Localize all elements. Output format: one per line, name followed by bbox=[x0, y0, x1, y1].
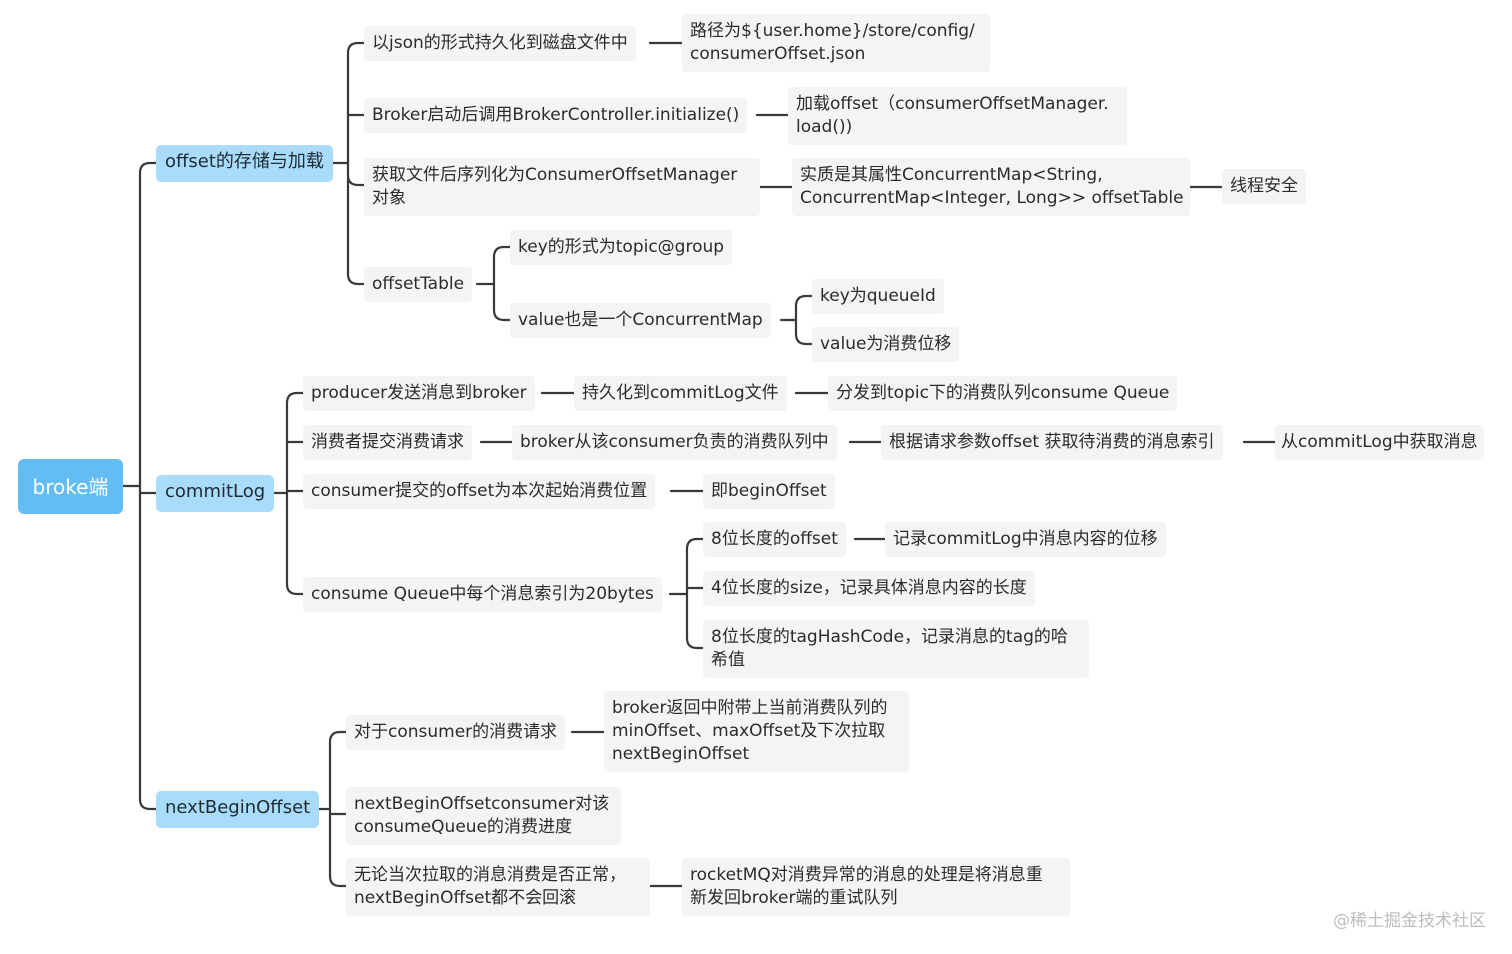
node-progress-line2: consumeQueue的消费进度 bbox=[354, 817, 573, 837]
node-size4[interactable]: 4位长度的size，记录具体消息内容的长度 bbox=[703, 571, 1035, 606]
node-value-offset[interactable]: value为消费位移 bbox=[812, 327, 960, 362]
valuemap-trunk bbox=[779, 294, 814, 346]
node-progress-line1: nextBeginOffsetconsumer对该 bbox=[354, 794, 610, 814]
node-tag8-line2: 希值 bbox=[711, 650, 745, 670]
node-get-message[interactable]: 从commitLog中获取消息 bbox=[1275, 425, 1484, 460]
node-key-queue[interactable]: key为queueId bbox=[812, 279, 944, 314]
node-persist-commitlog[interactable]: 持久化到commitLog文件 bbox=[574, 376, 787, 411]
branch-commit-log[interactable]: commitLog bbox=[156, 475, 275, 512]
node-load-offset-line1: 加载offset（consumerOffsetManager. bbox=[796, 94, 1109, 114]
node-retry-queue[interactable]: rocketMQ对消费异常的消息的处理是将消息重 新发回broker端的重试队列 bbox=[682, 858, 1070, 916]
offset-trunk bbox=[329, 41, 366, 286]
offsettable-trunk bbox=[475, 245, 512, 322]
watermark-text: @稀土掘金技术社区 bbox=[1333, 911, 1486, 931]
node-retry-queue-line1: rocketMQ对消费异常的消息的处理是将消息重 bbox=[690, 865, 1043, 885]
node-deserialize-line2: 对象 bbox=[372, 188, 406, 208]
node-no-rollback[interactable]: 无论当次拉取的消息消费是否正常， nextBeginOffset都不会回滚 bbox=[346, 858, 650, 916]
node-load-offset[interactable]: 加载offset（consumerOffsetManager. load()) bbox=[788, 87, 1127, 145]
node-config-path-line1: 路径为${user.home}/store/config/ bbox=[690, 21, 975, 41]
node-no-rollback-line2: nextBeginOffset都不会回滚 bbox=[354, 888, 577, 908]
node-broker-return-line1: broker返回中附带上当前消费队列的 bbox=[612, 698, 888, 718]
node-offset8-desc[interactable]: 记录commitLog中消息内容的位移 bbox=[885, 522, 1166, 557]
commitlog-trunk bbox=[268, 391, 305, 596]
node-no-rollback-line1: 无论当次拉取的消息消费是否正常， bbox=[354, 865, 626, 885]
branch-offset-storage[interactable]: offset的存储与加载 bbox=[156, 145, 333, 182]
node-concurrent-map-line1: 实质是其属性ConcurrentMap<String, bbox=[800, 165, 1103, 185]
root-node[interactable]: broke端 bbox=[18, 459, 123, 514]
queue-index-trunk bbox=[668, 537, 705, 650]
branch-next-begin-offset[interactable]: nextBeginOffset bbox=[156, 791, 320, 828]
root-trunk bbox=[121, 161, 158, 811]
node-for-request[interactable]: 对于consumer的消费请求 bbox=[346, 715, 566, 750]
node-consumer-request[interactable]: 消费者提交消费请求 bbox=[303, 425, 472, 460]
node-concurrent-map-line2: ConcurrentMap<Integer, Long>> offsetTabl… bbox=[800, 188, 1184, 208]
node-load-offset-line2: load()) bbox=[796, 117, 853, 137]
node-get-index[interactable]: 根据请求参数offset 获取待消费的消息索引 bbox=[881, 425, 1223, 460]
node-progress[interactable]: nextBeginOffsetconsumer对该 consumeQueue的消… bbox=[346, 787, 621, 845]
node-deserialize[interactable]: 获取文件后序列化为ConsumerOffsetManager 对象 bbox=[364, 158, 760, 216]
node-broker-return[interactable]: broker返回中附带上当前消费队列的 minOffset、maxOffset及… bbox=[604, 691, 909, 772]
node-broker-start[interactable]: Broker启动后调用BrokerController.initialize() bbox=[364, 98, 748, 133]
node-offset-table[interactable]: offsetTable bbox=[364, 267, 473, 302]
node-retry-queue-line2: 新发回broker端的重试队列 bbox=[690, 888, 898, 908]
node-config-path-line2: consumerOffset.json bbox=[690, 44, 866, 64]
node-tag8[interactable]: 8位长度的tagHashCode，记录消息的tag的哈 希值 bbox=[703, 620, 1089, 678]
node-begin-offset[interactable]: 即beginOffset bbox=[703, 474, 835, 509]
node-broker-return-line3: nextBeginOffset bbox=[612, 744, 750, 764]
nextbegin-trunk bbox=[311, 730, 348, 888]
node-broker-from-queue[interactable]: broker从该consumer负责的消费队列中 bbox=[512, 425, 837, 460]
node-consumer-offset[interactable]: consumer提交的offset为本次起始消费位置 bbox=[303, 474, 656, 509]
node-producer-send[interactable]: producer发送消息到broker bbox=[303, 376, 535, 411]
node-value-map[interactable]: value也是一个ConcurrentMap bbox=[510, 303, 771, 338]
node-queue-index[interactable]: consume Queue中每个消息索引为20bytes bbox=[303, 577, 662, 612]
node-offset8[interactable]: 8位长度的offset bbox=[703, 522, 846, 557]
node-config-path[interactable]: 路径为${user.home}/store/config/ consumerOf… bbox=[682, 14, 990, 72]
node-thread-safe[interactable]: 线程安全 bbox=[1222, 169, 1306, 204]
node-broker-return-line2: minOffset、maxOffset及下次拉取 bbox=[612, 721, 886, 741]
node-key-format[interactable]: key的形式为topic@group bbox=[510, 230, 733, 265]
node-dispatch-queue[interactable]: 分发到topic下的消费队列consume Queue bbox=[828, 376, 1178, 411]
node-deserialize-line1: 获取文件后序列化为ConsumerOffsetManager bbox=[372, 165, 738, 185]
node-tag8-line1: 8位长度的tagHashCode，记录消息的tag的哈 bbox=[711, 627, 1068, 647]
node-json-persist[interactable]: 以json的形式持久化到磁盘文件中 bbox=[364, 26, 636, 61]
node-concurrent-map[interactable]: 实质是其属性ConcurrentMap<String, ConcurrentMa… bbox=[792, 158, 1190, 216]
